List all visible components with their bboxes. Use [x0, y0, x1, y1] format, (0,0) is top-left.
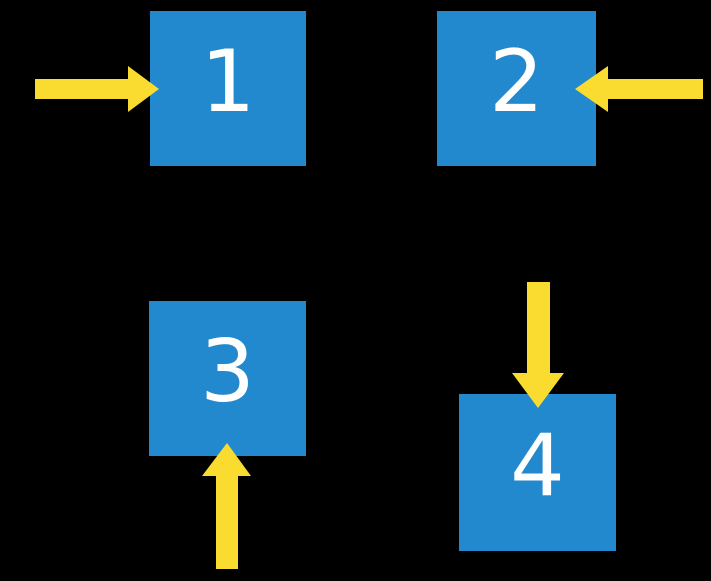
arrow-down-icon [512, 282, 564, 408]
node-box-3[interactable]: 3 [149, 301, 306, 456]
node-label-1: 1 [200, 31, 256, 132]
node-box-1[interactable]: 1 [150, 11, 306, 166]
node-label-4: 4 [510, 415, 565, 516]
node-box-4[interactable]: 4 [459, 394, 616, 551]
node-box-2[interactable]: 2 [437, 11, 596, 166]
node-label-2: 2 [489, 31, 544, 132]
node-label-3: 3 [200, 321, 255, 422]
arrow-up-icon [202, 443, 251, 569]
arrow-right-icon [35, 66, 159, 112]
